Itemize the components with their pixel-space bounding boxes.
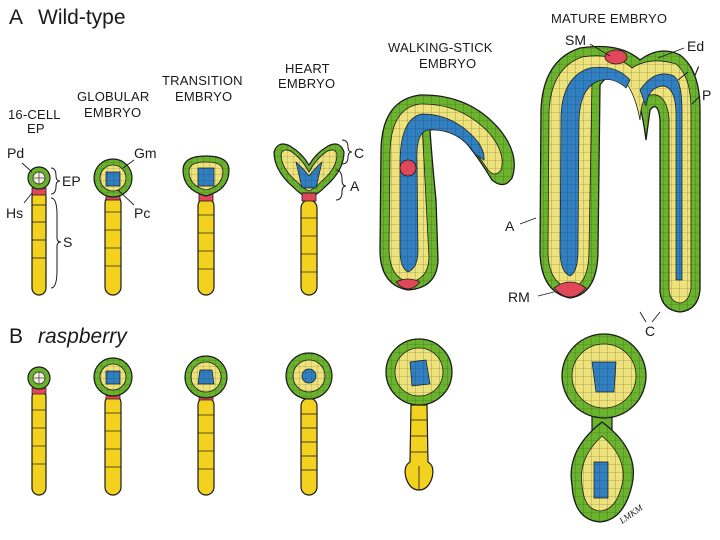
stage-mature: MATURE EMBRYO: [551, 12, 667, 25]
stage-16-cell-line2: EP: [27, 122, 45, 135]
raspberry-16-cell: [28, 367, 50, 495]
label-c-heart: C: [354, 146, 364, 160]
stage-walking-stick-line2: EMBRYO: [419, 57, 476, 70]
label-sm: SM: [565, 33, 586, 47]
label-pc: Pc: [134, 206, 150, 220]
c-pointer-left: [640, 312, 646, 322]
label-rm: RM: [508, 290, 530, 304]
label-c-mature: C: [645, 324, 655, 338]
stage-globular-line2: EMBRYO: [84, 106, 141, 119]
suspensor: [105, 195, 121, 295]
raspberry-transition: [185, 356, 227, 495]
stage-globular-line1: GLOBULAR: [77, 90, 149, 103]
mature-embryo: [540, 47, 700, 313]
raspberry-globular: [94, 358, 132, 495]
sixteen-cell-embryo: [28, 167, 50, 295]
ep-bracket: [51, 168, 60, 194]
label-hs: Hs: [6, 206, 23, 220]
raspberry-heart-stage: [286, 353, 332, 495]
label-gm: Gm: [134, 146, 157, 160]
transition-embryo: [183, 156, 229, 295]
stage-heart-line1: HEART: [285, 62, 330, 75]
pd-pointer: [22, 163, 32, 172]
shoot-meristem: [400, 160, 416, 176]
panel-a-title: Wild-type: [38, 7, 126, 28]
stage-transition-line2: EMBRYO: [175, 90, 232, 103]
s-bracket: [51, 198, 61, 288]
raspberry-mature-stage: [562, 334, 646, 522]
rm-pointer: [538, 292, 554, 296]
hs-pointer: [24, 193, 32, 203]
label-p: P: [702, 88, 711, 102]
panel-b-letter: B: [9, 326, 23, 347]
raspberry-walking-stick-stage: [386, 339, 452, 490]
label-pd: Pd: [7, 146, 24, 160]
stage-transition-line1: TRANSITION: [162, 74, 243, 87]
panel-a-letter: A: [9, 7, 23, 28]
stage-walking-stick-line1: WALKING-STICK: [388, 41, 493, 54]
walking-stick-embryo: [380, 95, 514, 290]
label-s: S: [63, 235, 72, 249]
panel-b-title: raspberry: [38, 326, 127, 347]
label-ed: Ed: [687, 39, 704, 53]
suspensor: [32, 190, 46, 295]
label-a-heart: A: [350, 179, 359, 193]
stage-heart-line2: EMBRYO: [278, 77, 335, 90]
a-pointer: [520, 218, 536, 224]
globular-embryo: [94, 159, 132, 295]
suspensor: [301, 200, 317, 295]
label-ep: EP: [62, 174, 81, 188]
a-bracket: [336, 170, 346, 200]
label-a-mature: A: [505, 219, 514, 233]
suspensor: [198, 198, 214, 295]
c-pointer-right: [652, 312, 660, 322]
shoot-meristem: [605, 50, 627, 64]
label-v: V: [690, 64, 699, 78]
heart-embryo: [274, 144, 344, 295]
stage-16-cell-line1: 16-CELL: [8, 108, 61, 121]
